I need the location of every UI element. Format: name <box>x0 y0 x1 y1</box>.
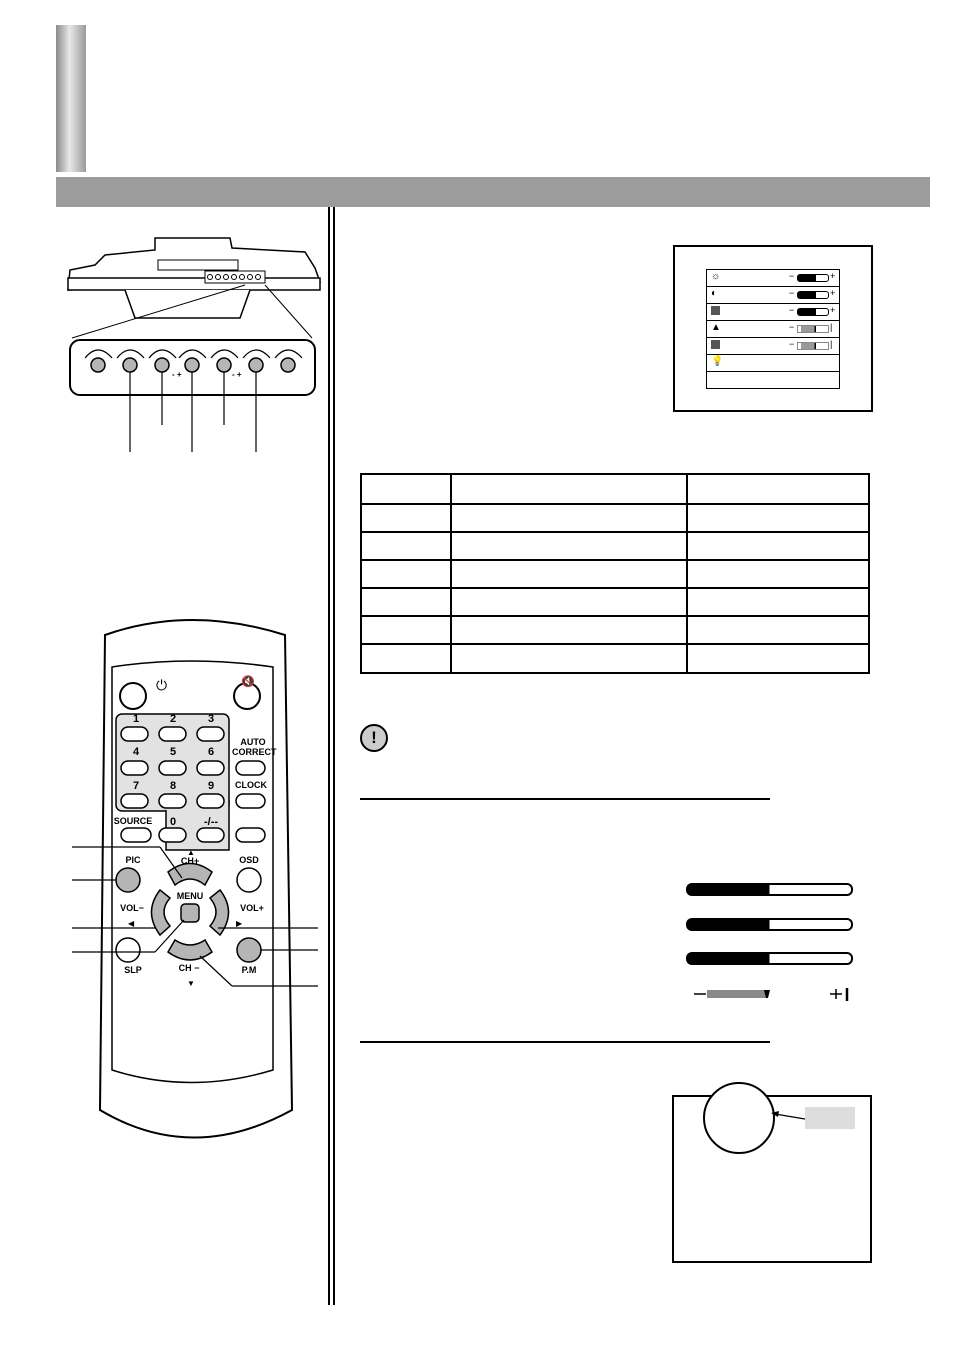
panel-mark-1: - + <box>172 370 182 379</box>
ch-plus-button <box>167 862 213 887</box>
zoom-circle <box>703 1082 775 1154</box>
key-1[interactable]: 1 <box>132 713 140 725</box>
ch-plus-label: CH+ <box>180 856 200 866</box>
ch-minus-label: CH − <box>178 963 200 973</box>
settings-table <box>360 473 870 674</box>
power-button <box>119 682 147 710</box>
key-5[interactable]: 5 <box>169 746 177 758</box>
table-row <box>360 615 870 645</box>
vol-plus-label: VOL+ <box>240 903 264 913</box>
svg-text:◀: ◀ <box>128 919 135 928</box>
osd-menu: ☼ −+ ◐ −+ −+ ▲ −| −| 💡 <box>706 269 840 389</box>
panel-button <box>122 357 138 373</box>
menu-row-tint: −| <box>707 338 839 355</box>
section-rule-2 <box>360 1041 770 1043</box>
osd-button <box>236 867 262 893</box>
key-digit-toggle[interactable]: -/-- <box>203 816 219 828</box>
vol-plus-button <box>208 888 230 937</box>
column-divider <box>328 207 330 1305</box>
table-row <box>360 643 870 674</box>
svg-text:▶: ▶ <box>236 919 243 928</box>
auto-correct-label: AUTO CORRECT <box>232 737 277 757</box>
panel-button <box>216 357 232 373</box>
vol-minus-button <box>150 888 172 937</box>
key-3[interactable]: 3 <box>207 713 215 725</box>
menu-row-color: −+ <box>707 304 839 321</box>
pm-label: P.M <box>241 965 257 975</box>
osd-menu-illustration: ☼ −+ ◐ −+ −+ ▲ −| −| 💡 <box>673 245 873 412</box>
menu-row-empty <box>707 372 839 391</box>
table-row <box>360 587 870 617</box>
key-9[interactable]: 9 <box>207 780 215 792</box>
caution-icon: ! <box>360 724 388 752</box>
column-divider-2 <box>333 207 335 1305</box>
tint-icon <box>711 340 720 349</box>
mute-button <box>233 682 261 710</box>
panel-button <box>280 357 296 373</box>
contrast-icon: ◐ <box>711 288 718 299</box>
key-7[interactable]: 7 <box>132 780 140 792</box>
pm-button <box>236 937 262 963</box>
svg-text:▼: ▼ <box>187 979 195 988</box>
sun-icon: ☼ <box>711 271 721 282</box>
panel-button <box>184 357 200 373</box>
table-row <box>360 503 870 533</box>
menu-label: MENU <box>176 891 204 901</box>
panel-button <box>248 357 264 373</box>
panel-mark-2: - + <box>232 370 242 379</box>
section-rule <box>360 798 770 800</box>
osd-label: OSD <box>239 855 259 865</box>
screen-tag <box>805 1107 855 1129</box>
adjust-bar-1 <box>686 883 853 896</box>
section-header-bar <box>56 177 930 207</box>
adjust-bar-2 <box>686 918 853 931</box>
menu-row-contrast: ◐ −+ <box>707 287 839 304</box>
color-icon <box>711 306 720 315</box>
key-6[interactable]: 6 <box>207 746 215 758</box>
table-row <box>360 531 870 561</box>
key-4[interactable]: 4 <box>132 746 140 758</box>
adjust-bar-4 <box>694 988 849 1001</box>
menu-row-lamp: 💡 <box>707 355 839 372</box>
menu-row-brightness: ☼ −+ <box>707 270 839 287</box>
table-row <box>360 473 870 505</box>
svg-text:▲: ▲ <box>187 848 195 857</box>
monitor-base <box>67 277 321 291</box>
svg-text:⏻: ⏻ <box>156 677 167 693</box>
sharpness-icon: ▲ <box>711 322 721 333</box>
ch-minus-button <box>167 938 213 961</box>
panel-button <box>154 357 170 373</box>
menu-button <box>180 903 200 923</box>
key-0[interactable]: 0 <box>169 816 177 828</box>
remote-control: ⏻ 🔇 ▲ ▶ ◀ ▼ <box>72 619 318 1139</box>
svg-text:🔇: 🔇 <box>241 675 255 688</box>
pic-button <box>115 867 141 893</box>
key-2[interactable]: 2 <box>169 713 177 725</box>
menu-row-sharpness: ▲ −| <box>707 321 839 338</box>
bulb-icon: 💡 <box>711 356 724 367</box>
clock-label: CLOCK <box>235 780 267 790</box>
panel-button <box>90 357 106 373</box>
pic-label: PIC <box>125 855 141 865</box>
slp-button <box>115 937 141 963</box>
vol-minus-label: VOL− <box>120 903 144 913</box>
table-row <box>360 559 870 589</box>
adjust-bar-3 <box>686 952 853 965</box>
key-8[interactable]: 8 <box>169 780 177 792</box>
source-label: SOURCE <box>113 816 153 826</box>
monitor-panel-diagram <box>67 237 322 452</box>
screen-illustration <box>672 1082 872 1263</box>
slp-label: SLP <box>124 965 142 975</box>
chapter-tab <box>56 25 86 172</box>
